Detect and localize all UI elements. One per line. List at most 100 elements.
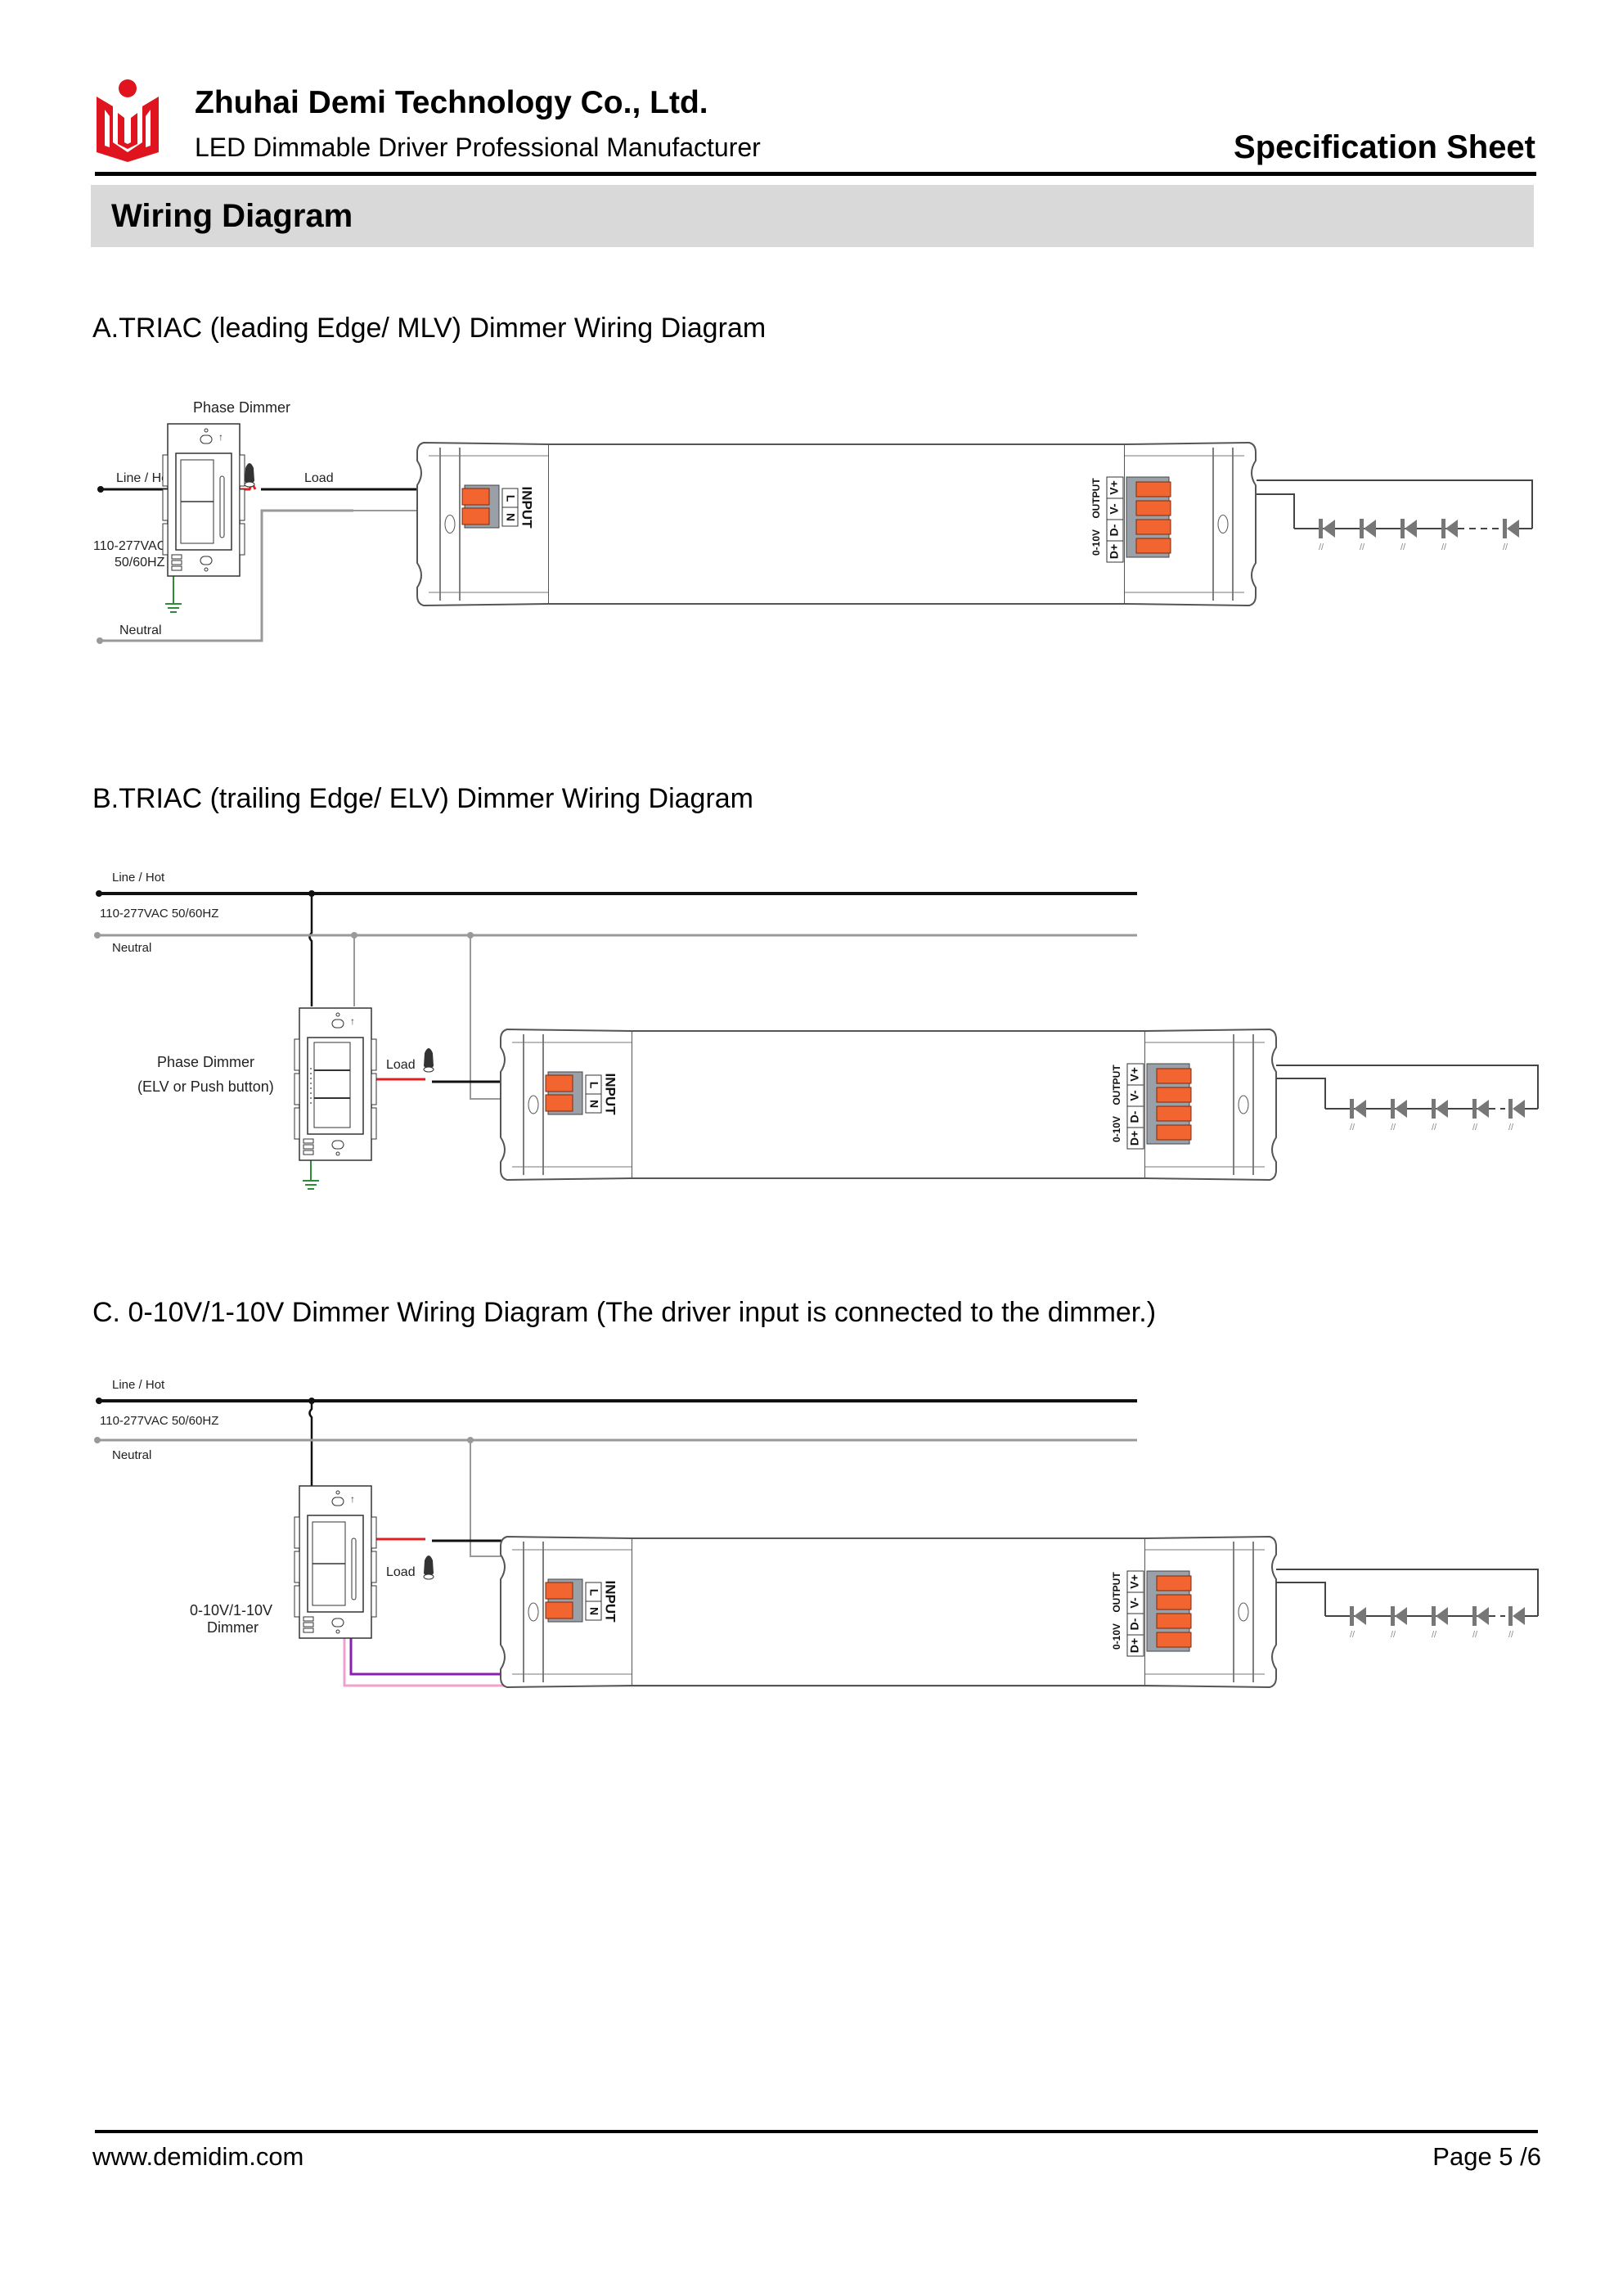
driver-body <box>631 1030 1146 1179</box>
input-label: INPUT <box>519 487 535 529</box>
output-terminal-label: D- <box>1128 1110 1141 1123</box>
slider-track <box>219 475 225 538</box>
v-plus-wire <box>1276 1065 1539 1109</box>
svg-text://: // <box>1508 1123 1514 1132</box>
svg-text://: // <box>1432 1630 1437 1640</box>
svg-text:↑: ↑ <box>218 431 223 443</box>
dimmer-label: 0-10V/1-10V <box>190 1602 272 1618</box>
output-terminal-label: V+ <box>1128 1574 1141 1589</box>
led-icon: // <box>1503 519 1519 552</box>
terminal-V+ <box>1156 1068 1192 1084</box>
footer-divider <box>95 2130 1538 2133</box>
led-icon: // <box>1441 519 1458 552</box>
output-terminal-label: V- <box>1128 1597 1141 1609</box>
diagram-c-title: C. 0-10V/1-10V Dimmer Wiring Diagram (Th… <box>92 1297 1157 1328</box>
terminal-D- <box>1135 519 1171 535</box>
output-terminal-label: D- <box>1128 1618 1141 1630</box>
terminal-V- <box>1156 1087 1192 1103</box>
terminal-V- <box>1135 500 1171 516</box>
wire-nut-cap <box>424 1048 434 1069</box>
svg-text://: // <box>1350 1630 1355 1640</box>
led-icon: // <box>1472 1606 1489 1640</box>
terminal-strip <box>303 1622 314 1627</box>
input-terminal-L-label: L <box>504 495 517 502</box>
led-icon: // <box>1508 1099 1525 1132</box>
svg-text://: // <box>1319 542 1324 552</box>
terminal-strip <box>303 1144 314 1150</box>
led-icon: // <box>1432 1099 1448 1132</box>
dim-label: 0-10V <box>1111 1623 1122 1650</box>
led-icon: // <box>1432 1606 1448 1640</box>
neutral-label: Neutral <box>112 941 151 955</box>
svg-text://: // <box>1432 1123 1437 1132</box>
svg-text://: // <box>1508 1630 1514 1640</box>
input-terminal-L-label: L <box>587 1082 600 1089</box>
terminal-D+ <box>1135 538 1171 554</box>
v-minus-wire <box>1276 1078 1326 1109</box>
diagram-a-title: A.TRIAC (leading Edge/ MLV) Dimmer Wirin… <box>92 313 767 344</box>
slider-track <box>351 1537 357 1600</box>
input-label-box <box>585 1093 602 1114</box>
v-minus-wire <box>1276 1582 1326 1616</box>
neutral-label: Neutral <box>119 624 162 637</box>
mounting-hole <box>1217 515 1229 533</box>
output-label: OUTPUT <box>1111 1572 1122 1613</box>
led-icon: // <box>1360 519 1376 552</box>
line-label: Line / Hot <box>112 871 165 885</box>
input-label-box <box>501 506 519 527</box>
company-name: Zhuhai Demi Technology Co., Ltd. <box>195 85 708 120</box>
svg-text://: // <box>1350 1123 1355 1132</box>
svg-text://: // <box>1441 542 1447 552</box>
line-wire <box>96 1398 1137 1486</box>
input-label: INPUT <box>603 1581 618 1623</box>
svg-text://: // <box>1391 1123 1396 1132</box>
output-label: OUTPUT <box>1090 478 1102 519</box>
line-label: Line / Hot <box>112 1378 165 1392</box>
mounting-hole <box>444 515 456 533</box>
wire-nut-icon <box>423 1555 434 1580</box>
mounting-hole <box>1238 1095 1249 1114</box>
output-terminal-label: D+ <box>1128 1638 1141 1653</box>
phase-dimmer-icon: ↑ <box>294 1007 377 1161</box>
document-type: Specification Sheet <box>1234 129 1535 165</box>
terminal-L <box>545 1074 573 1092</box>
output-terminal-label: D+ <box>1128 1131 1141 1146</box>
terminal-strip <box>303 1616 314 1622</box>
output-label-box <box>1126 1127 1144 1150</box>
svg-text:↑: ↑ <box>350 1015 355 1027</box>
dimmer-label: Phase Dimmer <box>193 399 290 416</box>
dim-label: 0-10V <box>1111 1116 1122 1142</box>
voltage-label: 110-277VAC <box>93 539 166 553</box>
terminal-L <box>461 488 490 506</box>
output-terminal-label: D- <box>1108 524 1121 536</box>
led-icon: // <box>1472 1099 1489 1132</box>
terminal-L <box>545 1582 573 1600</box>
wire-nut-cap <box>245 463 254 484</box>
wire-nut-icon <box>423 1048 434 1073</box>
led-icon: // <box>1350 1099 1366 1132</box>
input-terminal-N-label: N <box>587 1607 600 1615</box>
terminal-D- <box>1156 1613 1192 1629</box>
input-terminal-N-label: N <box>504 513 517 521</box>
screw-hole <box>200 556 213 565</box>
dimmer-type-label: Dimmer <box>207 1619 259 1636</box>
input-label: INPUT <box>603 1074 618 1116</box>
svg-text://: // <box>1391 1630 1396 1640</box>
driver-body <box>631 1537 1146 1686</box>
0-10v-dimmer-icon: ↑ <box>294 1485 377 1639</box>
led-string: // // // // // <box>1276 1065 1539 1132</box>
svg-text://: // <box>1472 1123 1478 1132</box>
output-terminal-label: V- <box>1128 1090 1141 1101</box>
screw-hole <box>331 1497 344 1506</box>
website-link[interactable]: www.demidim.com <box>92 2142 304 2171</box>
led-string: // // // // // <box>1276 1569 1539 1640</box>
line-label: Line / Hot <box>116 471 173 485</box>
led-icon: // <box>1508 1606 1525 1640</box>
mounting-hole <box>528 1095 539 1114</box>
header-divider <box>95 172 1536 176</box>
